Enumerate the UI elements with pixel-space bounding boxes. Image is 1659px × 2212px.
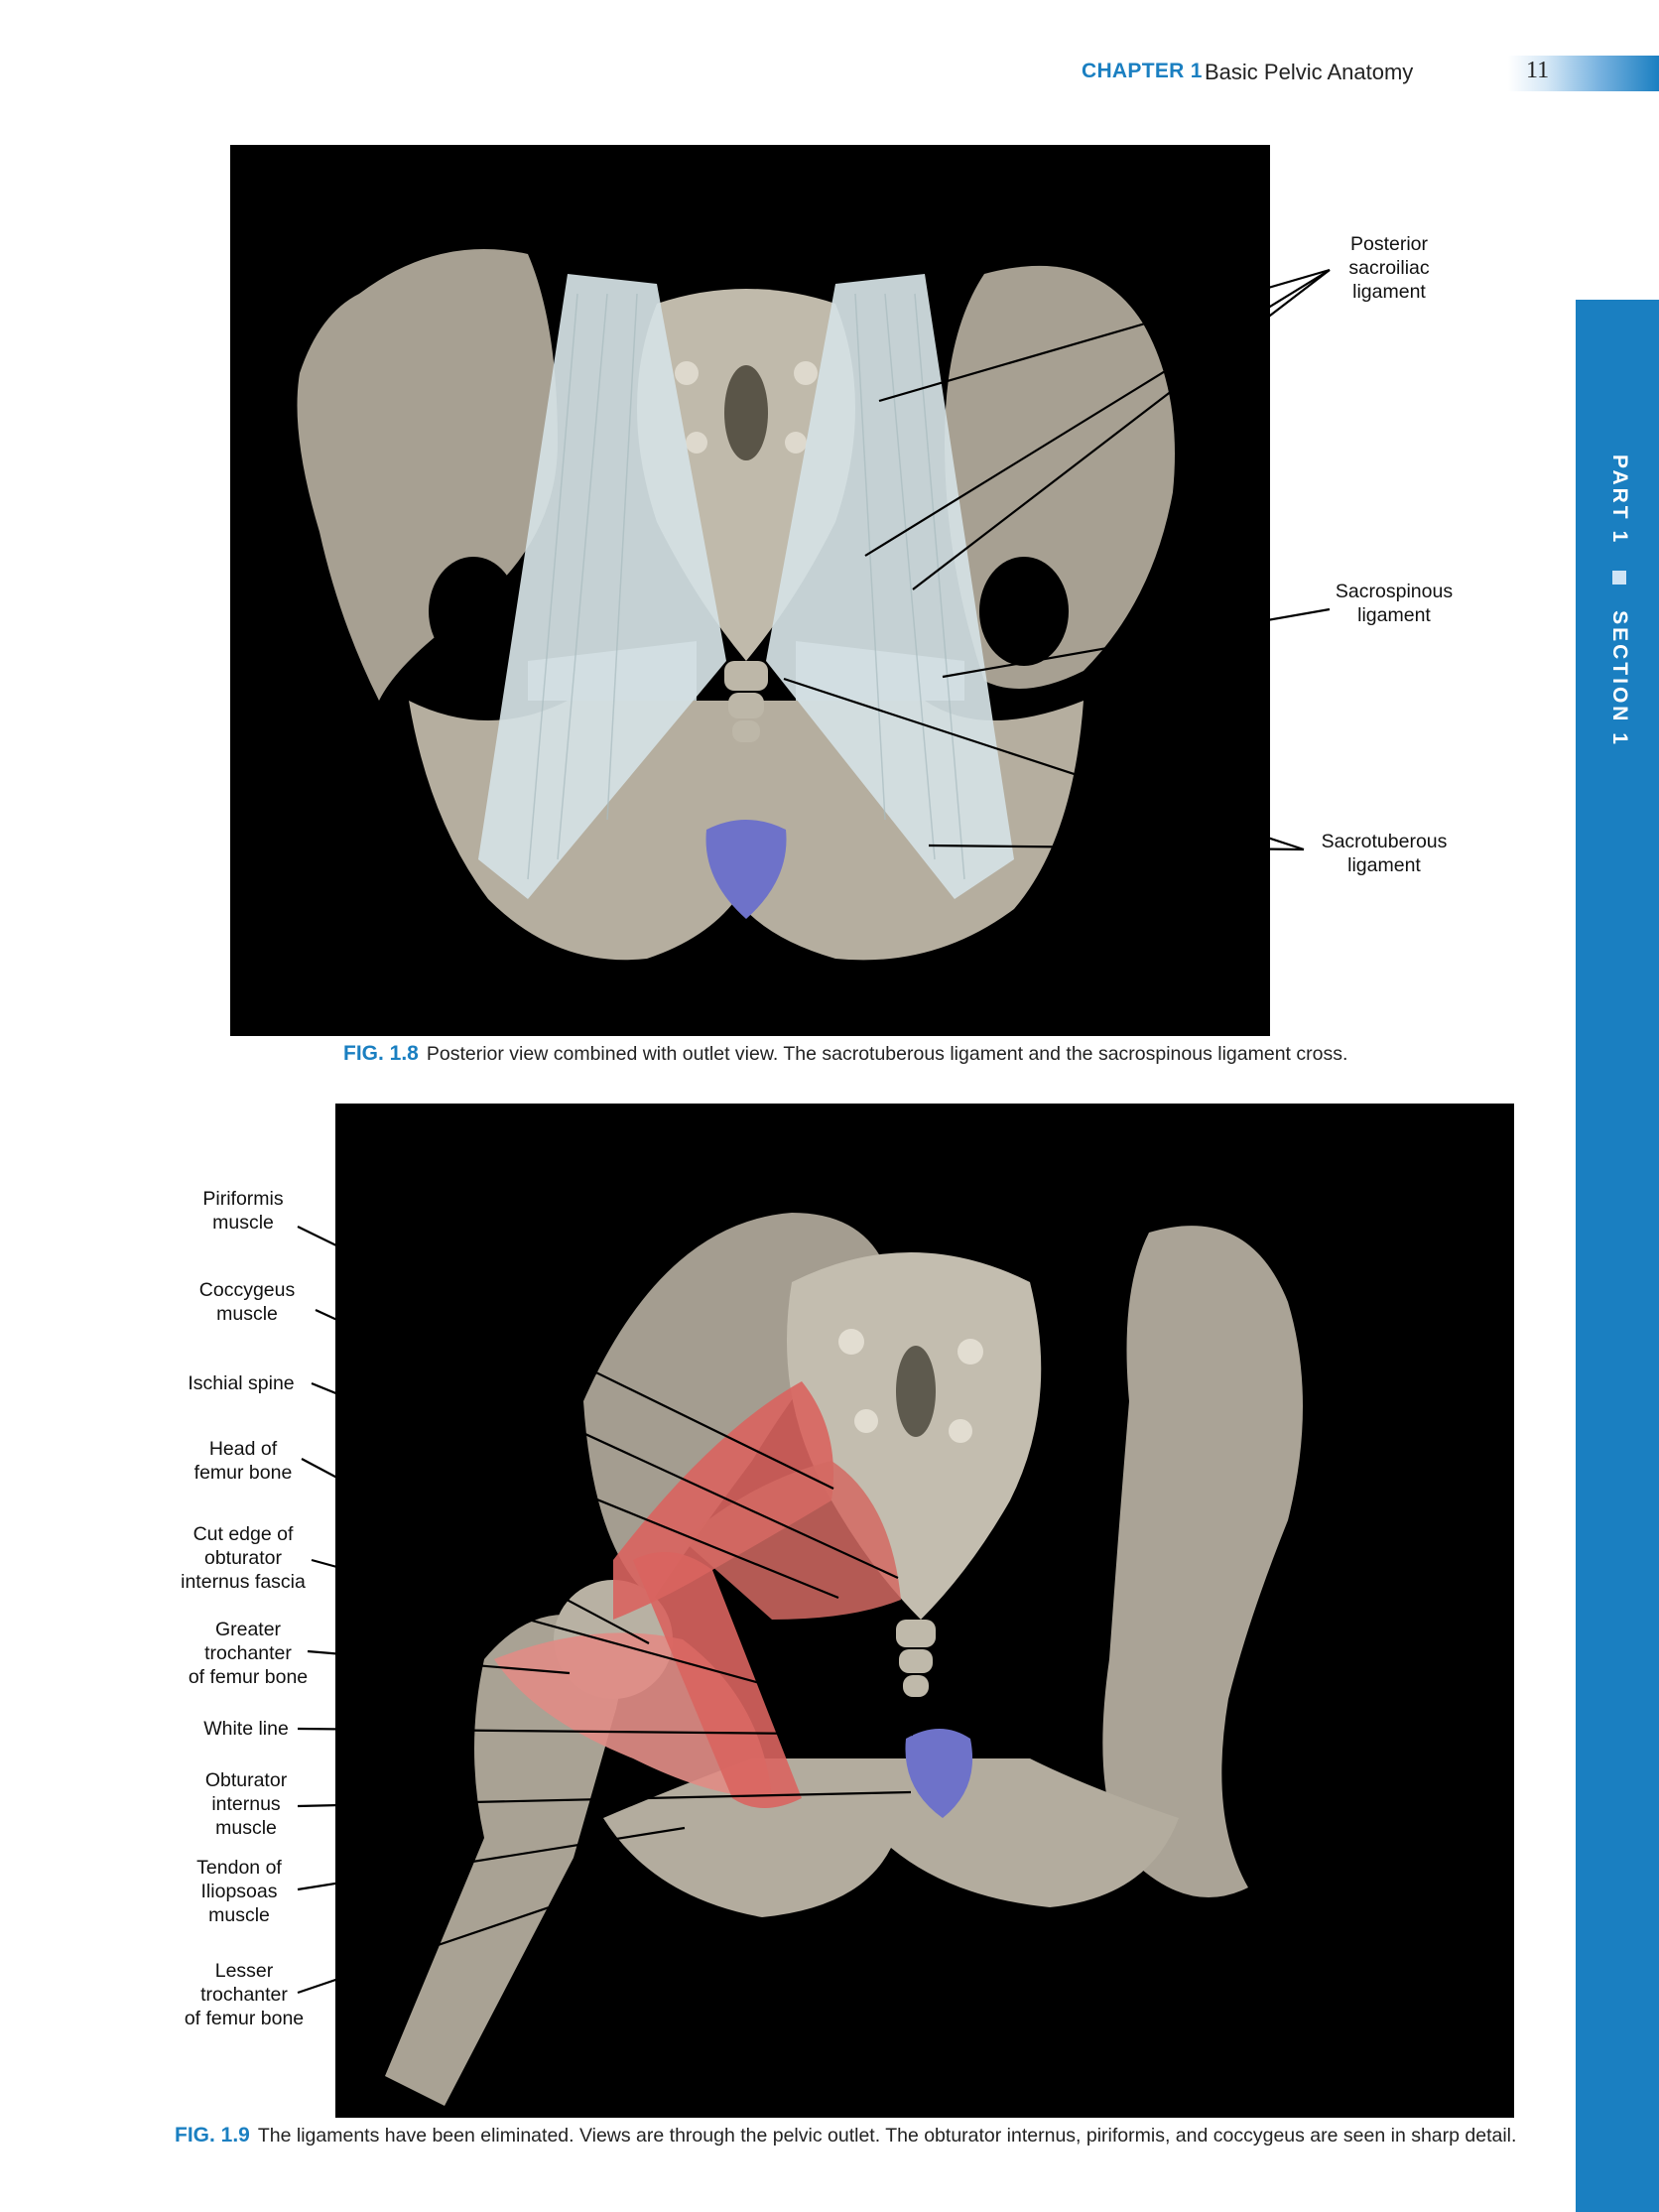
pelvis-posterior-illustration: [297, 249, 1175, 961]
label-posterior-sacroiliac-text: Posterior sacroiliac ligament: [1348, 233, 1430, 303]
label-obturator-internus-muscle: Obturator internus muscle: [149, 1768, 343, 1840]
label-ischial-spine: Ischial spine: [147, 1371, 335, 1395]
running-header: CHAPTER 1 Basic Pelvic Anatomy 11: [0, 56, 1659, 95]
label-tendon-of-iliopsoas: Tendon of Iliopsoas muscle: [145, 1856, 333, 1927]
fig-1-8-leader-lines: [783, 268, 1331, 851]
label-greater-trochanter: Greater trochanter of femur bone: [149, 1618, 347, 1689]
section-side-tab: PART 1SECTION 1: [1576, 300, 1659, 2212]
label-white-line-text: White line: [203, 1718, 289, 1740]
figure-1-8-caption-text: Posterior view combined with outlet view…: [426, 1043, 1348, 1065]
label-lesser-trochanter: Lesser trochanter of femur bone: [145, 1959, 343, 2030]
figure-1-9-number: FIG. 1.9: [175, 2124, 250, 2147]
label-ischial-spine-text: Ischial spine: [188, 1372, 295, 1394]
label-cut-edge-text: Cut edge of obturator internus fascia: [181, 1523, 306, 1593]
label-sacrotuberous-ligament: Sacrotuberous ligament: [1300, 830, 1468, 877]
chapter-title: Basic Pelvic Anatomy: [1205, 60, 1414, 84]
label-cut-edge-obturator-fascia: Cut edge of obturator internus fascia: [149, 1522, 337, 1594]
label-sacrospinous-ligament: Sacrospinous ligament: [1310, 580, 1478, 627]
figure-1-9-caption: FIG. 1.9 The ligaments have been eliminat…: [175, 2124, 1516, 2147]
label-greater-trochanter-text: Greater trochanter of femur bone: [188, 1619, 309, 1688]
label-sacrospinous-text: Sacrospinous ligament: [1335, 581, 1454, 626]
figure-1-9-caption-text: The ligaments have been eliminated. View…: [257, 2125, 1517, 2147]
label-white-line: White line: [149, 1717, 343, 1741]
label-obturator-internus-text: Obturator internus muscle: [204, 1769, 288, 1839]
label-posterior-sacroiliac-ligament: Posterior sacroiliac ligament: [1310, 232, 1468, 304]
label-piriformis-muscle: Piriformis muscle: [149, 1187, 337, 1235]
label-coccygeus-muscle: Coccygeus muscle: [153, 1278, 341, 1326]
label-piriformis-text: Piriformis muscle: [202, 1188, 284, 1234]
page-number-tab: 11: [1508, 56, 1659, 91]
label-sacrotuberous-text: Sacrotuberous ligament: [1321, 831, 1448, 876]
page-number: 11: [1526, 58, 1550, 83]
figure-1-9-image: [335, 1104, 1514, 2118]
pelvis-outlet-muscle-illustration: [385, 1213, 1303, 2106]
chapter-label: CHAPTER 1: [1082, 60, 1203, 82]
figure-1-8-caption: FIG. 1.8 Posterior view combined with out…: [343, 1042, 1347, 1066]
figure-1-8-image: [230, 145, 1270, 1036]
label-head-of-femur: Head of femur bone: [149, 1437, 337, 1485]
figure-1-8-number: FIG. 1.8: [343, 1042, 419, 1065]
label-lesser-trochanter-text: Lesser trochanter of femur bone: [184, 1960, 305, 2029]
label-tendon-of-iliopsoas-text: Tendon of Iliopsoas muscle: [196, 1857, 282, 1926]
label-head-of-femur-text: Head of femur bone: [193, 1438, 293, 1484]
label-coccygeus-text: Coccygeus muscle: [198, 1279, 296, 1325]
fig-1-9-leader-lines: [297, 1226, 914, 1995]
